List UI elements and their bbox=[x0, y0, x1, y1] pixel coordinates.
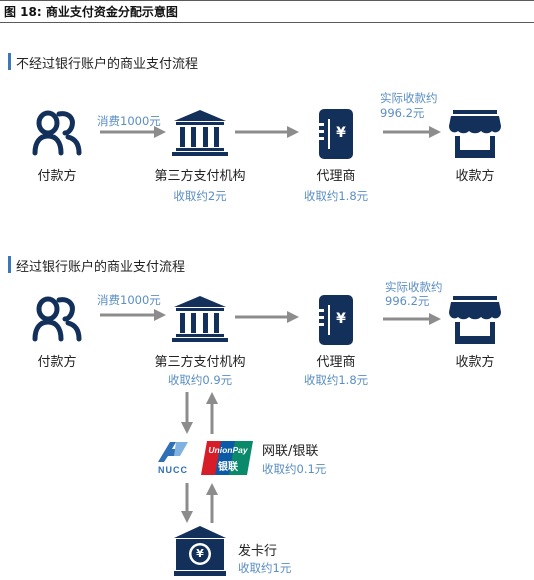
section1-third-party-fee: 收取约2元 bbox=[173, 189, 227, 203]
section1-payee-store-icon bbox=[449, 110, 501, 158]
top-rule bbox=[0, 0, 534, 1]
section2-arrow-payer-to-third-party bbox=[100, 309, 166, 321]
section1-third-party-label: 第三方支付机构 bbox=[154, 169, 246, 184]
section2-agent-fee: 收取约1.8元 bbox=[303, 373, 369, 387]
section2-payer-label: 付款方 bbox=[37, 355, 77, 370]
section2-receive-label: 实际收款约 bbox=[385, 280, 443, 294]
figure-title: 图 18: 商业支付资金分配示意图 bbox=[4, 5, 178, 19]
issuer-yen-glyph: ¥ bbox=[196, 547, 204, 560]
network-label: 网联/银联 bbox=[262, 444, 319, 459]
section2-arrow-third-party-to-agent bbox=[235, 311, 299, 323]
section1-agent-card-icon: ¥ bbox=[319, 109, 353, 159]
section1-agent-fee: 收取约1.8元 bbox=[303, 189, 369, 203]
arrow-network-down-to-issuer bbox=[181, 483, 193, 523]
section1-arrow-agent-to-payee bbox=[383, 126, 441, 138]
title-rule bbox=[0, 22, 534, 23]
section2-third-party-bank-icon bbox=[172, 296, 228, 342]
unionpay-logo-cn-text: 银联 bbox=[218, 462, 238, 473]
section2-bar bbox=[8, 256, 11, 273]
section2-agent-card-icon: ¥ bbox=[319, 295, 353, 345]
nucc-logo-text: NUCC bbox=[158, 465, 188, 475]
section1-receive-label: 实际收款约 bbox=[380, 91, 438, 105]
section1-consume-note: 消费1000元 bbox=[97, 114, 161, 128]
arrow-third-party-down-to-network bbox=[181, 392, 193, 434]
section2-payer-people-icon bbox=[32, 296, 82, 342]
section2-title: 经过银行账户的商业支付流程 bbox=[16, 260, 186, 275]
section2-agent-yen-glyph: ¥ bbox=[336, 311, 346, 327]
arrow-issuer-up-to-network bbox=[206, 483, 218, 523]
section2-third-party-label: 第三方支付机构 bbox=[154, 355, 246, 370]
unionpay-logo: UnionPay 银联 bbox=[201, 441, 253, 475]
arrow-network-up-to-third-party bbox=[206, 392, 218, 434]
issuer-bank-icon: ¥ bbox=[174, 526, 226, 576]
nucc-logo-mark-icon bbox=[158, 442, 188, 462]
section1-bar bbox=[8, 53, 11, 70]
section2-agent-label: 代理商 bbox=[316, 355, 356, 370]
section2-third-party-fee: 收取约0.9元 bbox=[167, 373, 233, 387]
section2-consume-note: 消费1000元 bbox=[97, 293, 161, 307]
unionpay-logo-text: UnionPay bbox=[208, 445, 248, 455]
section2-payee-store-icon bbox=[449, 296, 501, 344]
issuer-label: 发卡行 bbox=[238, 544, 278, 559]
section2-payee-label: 收款方 bbox=[455, 355, 495, 370]
section2-receive-amount: 996.2元 bbox=[385, 294, 430, 308]
nucc-logo: NUCC bbox=[150, 440, 196, 480]
issuer-fee: 收取约1元 bbox=[238, 561, 292, 575]
section1-arrow-payer-to-third-party bbox=[100, 126, 166, 138]
section1-payee-label: 收款方 bbox=[455, 169, 495, 184]
section1-agent-yen-glyph: ¥ bbox=[336, 125, 346, 141]
section2-arrow-agent-to-payee bbox=[383, 313, 441, 325]
section1-payer-label: 付款方 bbox=[37, 169, 77, 184]
section1-third-party-bank-icon bbox=[172, 110, 228, 156]
network-fee: 收取约0.1元 bbox=[262, 462, 327, 476]
section1-title: 不经过银行账户的商业支付流程 bbox=[16, 57, 199, 72]
payer-people-icon bbox=[32, 110, 82, 156]
section1-agent-label: 代理商 bbox=[316, 169, 356, 184]
section1-receive-amount: 996.2元 bbox=[380, 106, 425, 120]
section1-arrow-third-party-to-agent bbox=[235, 126, 299, 138]
